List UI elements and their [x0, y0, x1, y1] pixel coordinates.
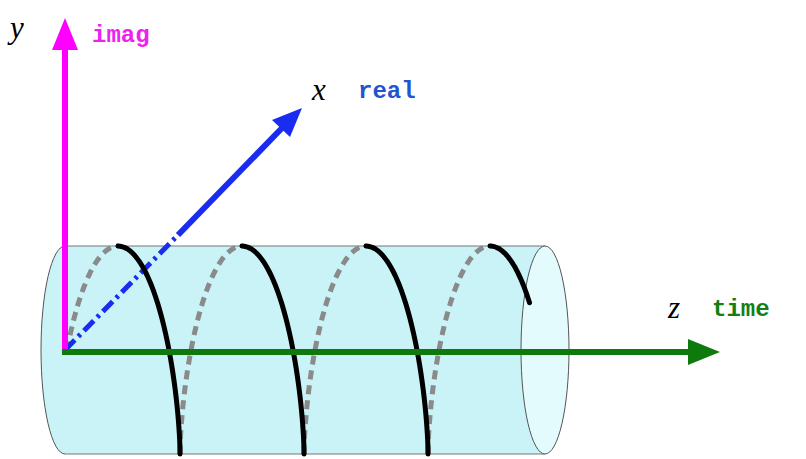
axis-letter-holder: y [10, 12, 24, 43]
axis-letter: x [312, 72, 326, 107]
x-axis [65, 108, 302, 350]
x-axis-line [178, 127, 283, 235]
axis-letter: z [668, 290, 680, 325]
x-axis-arrowhead [272, 108, 302, 137]
y-axis-arrowhead [52, 18, 78, 50]
axis-letter-holder: x [312, 74, 326, 105]
axis-name-holder: time [712, 298, 770, 322]
axis-letter: y [10, 10, 24, 45]
z-axis-arrowhead [688, 339, 720, 365]
cylinder-left-end [41, 246, 65, 454]
axis-name-holder: real [358, 80, 416, 104]
axis-letter-holder: z [668, 292, 680, 323]
axis-name-holder: imag [92, 24, 150, 48]
helix-back-segment [67, 246, 118, 350]
axis-name: imag [92, 22, 150, 49]
axis-name: real [358, 78, 416, 105]
helix-front-segment [490, 246, 530, 303]
y-axis-line [62, 45, 68, 353]
z-axis [62, 339, 720, 365]
z-axis-line [62, 349, 692, 355]
cylinder-top-edge [65, 246, 545, 247]
x-axis-hidden-part [65, 235, 178, 350]
y-axis [52, 18, 78, 353]
axis-name: time [712, 296, 770, 323]
